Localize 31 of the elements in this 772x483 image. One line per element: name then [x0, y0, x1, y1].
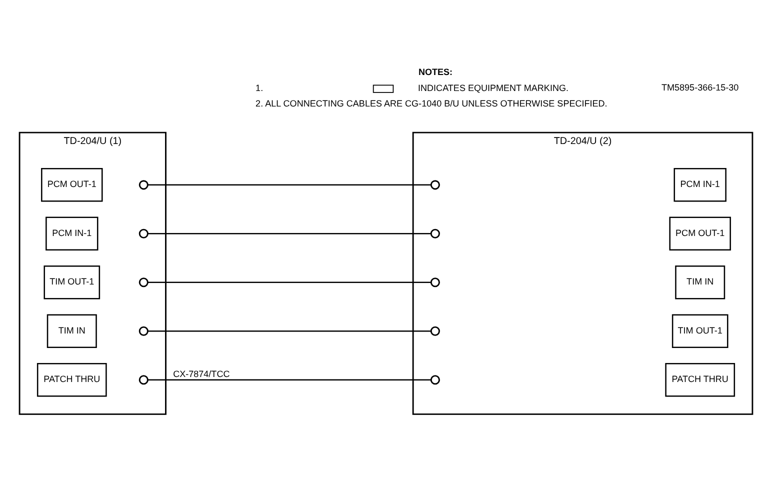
- node-box: PCM IN-1: [46, 216, 98, 250]
- node-circle: [138, 180, 148, 190]
- node-box: PCM OUT-1: [669, 216, 731, 250]
- node-box: PCM IN-1: [674, 168, 726, 202]
- node-circle: [138, 277, 148, 287]
- label: 2. ALL CONNECTING CABLES ARE CG-1040 B/U UNLESS OTHERWISE SPECIFIED.: [256, 98, 608, 108]
- node-circle: [430, 228, 440, 238]
- connector: [148, 232, 432, 234]
- connector: [148, 184, 432, 186]
- node-circle: [138, 228, 148, 238]
- connector: [148, 330, 432, 332]
- node-circle: [138, 374, 148, 384]
- label: TM5895-366-15-30: [662, 82, 739, 92]
- node-circle: [138, 326, 148, 336]
- node-circle: [430, 277, 440, 287]
- node-box: TIM IN: [46, 314, 97, 348]
- node-box: PATCH THRU: [665, 362, 736, 396]
- connector: [148, 378, 432, 380]
- node-circle: [430, 374, 440, 384]
- label: NOTES:: [418, 66, 453, 76]
- node-box: TIM OUT-1: [672, 314, 728, 348]
- node-box: TIM IN: [675, 265, 726, 299]
- node-circle: [430, 180, 440, 190]
- node-circle: [430, 326, 440, 336]
- connector: [148, 281, 432, 283]
- label: 1.: [256, 82, 264, 93]
- edge-label: CX-7874/TCC: [173, 368, 230, 379]
- node-box: PATCH THRU: [36, 362, 107, 396]
- node-box: TIM OUT-1: [44, 265, 100, 299]
- label: INDICATES EQUIPMENT MARKING.: [418, 82, 568, 93]
- node-box: PCM OUT-1: [41, 168, 103, 202]
